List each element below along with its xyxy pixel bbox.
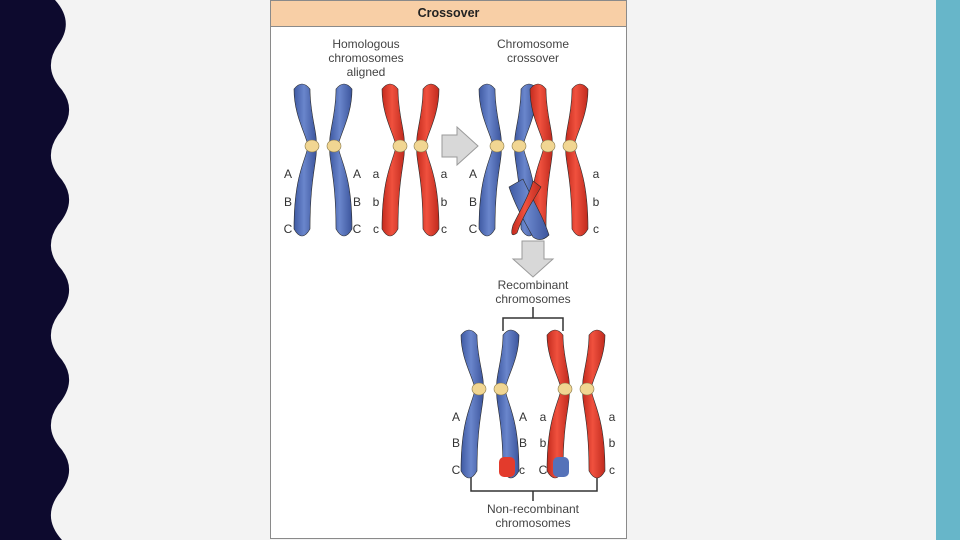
crossing-blue-limb xyxy=(508,178,550,240)
chromatid xyxy=(381,83,405,237)
allele-label: a xyxy=(593,167,600,181)
allele-label: B xyxy=(452,436,460,450)
chromatid xyxy=(460,329,484,479)
chromatid xyxy=(478,83,502,237)
diagram-title: Crossover xyxy=(417,6,480,20)
centromere xyxy=(471,382,487,396)
caption-aligned-1: Homologous xyxy=(332,37,399,51)
blue-segment-on-red xyxy=(553,457,569,477)
chromatid xyxy=(546,329,570,479)
caption-crossover-2: crossover xyxy=(507,51,559,65)
chromatid xyxy=(329,83,353,237)
accent-stripe xyxy=(936,0,960,540)
centromere xyxy=(511,139,527,153)
chromatid xyxy=(582,329,606,479)
allele-label: c xyxy=(519,463,525,477)
allele-label: c xyxy=(609,463,615,477)
allele-label: A xyxy=(519,410,527,424)
allele-label: a xyxy=(441,167,448,181)
allele-label: C xyxy=(353,222,362,236)
allele-label: b xyxy=(373,195,380,209)
allele-label: B xyxy=(469,195,477,209)
allele-label: c xyxy=(593,222,599,236)
arrow-right-icon xyxy=(441,125,479,167)
allele-label: b xyxy=(441,195,448,209)
centromere xyxy=(413,139,429,153)
allele-label: b xyxy=(593,195,600,209)
title-bar: Crossover xyxy=(271,1,626,27)
caption-aligned-2: chromosomes xyxy=(328,51,403,65)
allele-label: a xyxy=(373,167,380,181)
chromatid xyxy=(416,83,440,237)
centromere xyxy=(579,382,595,396)
wavy-left-border xyxy=(0,0,70,540)
centromere xyxy=(304,139,320,153)
allele-label: A xyxy=(284,167,292,181)
crossing-red-limb xyxy=(511,180,542,236)
crossover-diagram: Homologous chromosomes aligned Chromosom… xyxy=(284,37,616,530)
centromere xyxy=(326,139,342,153)
allele-label: C xyxy=(284,222,293,236)
allele-label: b xyxy=(540,436,547,450)
allele-label: c xyxy=(373,222,379,236)
allele-label: b xyxy=(609,436,616,450)
allele-label: C xyxy=(452,463,461,477)
recombinant-bracket xyxy=(502,307,564,331)
allele-label: C xyxy=(469,222,478,236)
allele-label: A xyxy=(452,410,460,424)
allele-label: A xyxy=(353,167,361,181)
allele-label: A xyxy=(469,167,477,181)
allele-label: a xyxy=(540,410,547,424)
red-recombinant xyxy=(546,329,606,479)
caption-nonrecombinant-1: Non-recombinant xyxy=(487,502,580,516)
caption-nonrecombinant-2: chromosomes xyxy=(495,516,570,530)
caption-crossover-1: Chromosome xyxy=(497,37,569,51)
allele-label: c xyxy=(441,222,447,236)
allele-label: C xyxy=(539,463,548,477)
chromosome-layer xyxy=(293,83,606,479)
centromere xyxy=(557,382,573,396)
chromatid xyxy=(496,329,520,479)
allele-label: B xyxy=(284,195,292,209)
blue-recombinant xyxy=(460,329,520,479)
arrow-down-icon xyxy=(511,240,555,278)
centromere xyxy=(562,139,578,153)
blue-homolog xyxy=(293,83,353,237)
allele-label: a xyxy=(609,410,616,424)
centromere xyxy=(392,139,408,153)
red-segment-on-blue xyxy=(499,457,515,477)
chromatid xyxy=(293,83,317,237)
chromatid xyxy=(565,83,589,237)
diagram-panel: Crossover Homologous chromosomes aligned… xyxy=(270,0,627,539)
red-homolog xyxy=(381,83,440,237)
caption-aligned-3: aligned xyxy=(347,65,386,79)
caption-recombinant-1: Recombinant xyxy=(498,278,569,292)
caption-recombinant-2: chromosomes xyxy=(495,292,570,306)
nonrecombinant-bracket xyxy=(470,476,598,501)
allele-label: B xyxy=(353,195,361,209)
allele-label: B xyxy=(519,436,527,450)
centromere xyxy=(540,139,556,153)
centromere xyxy=(493,382,509,396)
centromere xyxy=(489,139,505,153)
